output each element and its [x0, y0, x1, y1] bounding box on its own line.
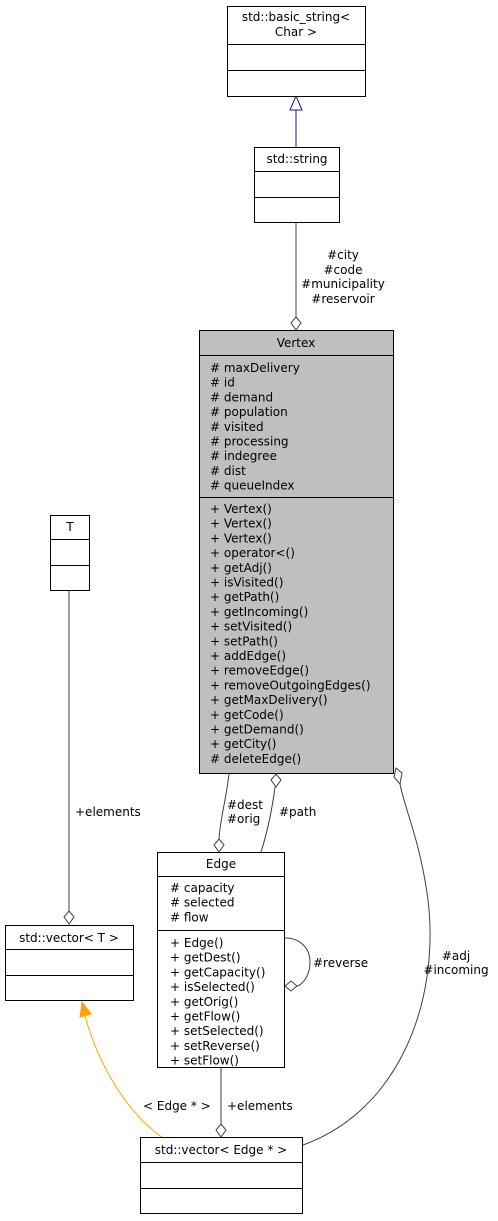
vertex-attribute: # maxDelivery — [210, 361, 300, 375]
vertex-attribute: # visited — [210, 420, 264, 434]
edge-method: + setReverse() — [170, 1039, 260, 1053]
svg-text:#municipality: #municipality — [301, 277, 385, 291]
vertex-method: + isVisited() — [210, 576, 283, 590]
class-vector-edge[interactable]: std::vector< Edge * > — [140, 1137, 303, 1214]
vertex-attribute: # demand — [210, 390, 273, 404]
class-name: std::vector< Edge * > — [155, 1143, 287, 1157]
edge-attribute: # selected — [170, 896, 235, 910]
vertex-attribute: # queueIndex — [210, 479, 295, 493]
vertex-method: + removeEdge() — [210, 664, 309, 678]
class-vector-t[interactable]: std::vector< T > — [5, 925, 134, 1001]
vertex-method: # deleteEdge() — [210, 752, 301, 766]
vertex-method: + removeOutgoingEdges() — [210, 678, 371, 692]
label-string-vertex: #city #code #municipality #reservoir — [301, 248, 385, 306]
association-edge-string-vertex — [290, 223, 302, 331]
association-edge-edge-elements — [215, 1068, 227, 1138]
association-edge-reverse — [284, 937, 311, 992]
edge-attribute: # flow — [170, 910, 209, 924]
class-t[interactable]: T — [50, 515, 90, 591]
method-list: + Edge()+ getDest()+ getCapacity()+ isSe… — [170, 936, 265, 1068]
attribute-list: # maxDelivery# id# demand# population# v… — [210, 361, 300, 493]
class-basic-string[interactable]: std::basic_string< Char > — [227, 6, 366, 97]
svg-text:#incoming: #incoming — [423, 963, 488, 977]
template-edge — [79, 1000, 164, 1139]
vertex-attribute: # id — [210, 376, 235, 390]
attribute-list: # capacity# selected# flow — [170, 881, 235, 924]
association-edge-t-elements — [63, 591, 75, 925]
vertex-method: + operator<() — [210, 546, 295, 560]
vertex-attribute: # population — [210, 405, 288, 419]
label-reverse: #reverse — [313, 956, 368, 970]
edge-method: + getOrig() — [170, 995, 238, 1009]
label-dest-orig: #dest #orig — [227, 798, 263, 826]
class-name: std::vector< T > — [19, 931, 119, 945]
vertex-method: + setVisited() — [210, 620, 292, 634]
vertex-method: + Vertex() — [210, 517, 272, 531]
vertex-method: + Vertex() — [210, 502, 272, 516]
edge-attribute: # capacity — [170, 881, 235, 895]
edge-method: + Edge() — [170, 936, 223, 950]
edge-method: + getCapacity() — [170, 965, 265, 979]
class-edge[interactable]: Edge # capacity# selected# flow + Edge()… — [157, 852, 285, 1068]
class-name: std::string — [266, 152, 327, 166]
vertex-method: + Vertex() — [210, 531, 272, 545]
vertex-attribute: # processing — [210, 435, 289, 449]
class-name: Char > — [275, 25, 317, 39]
vertex-method: + getAdj() — [210, 561, 272, 575]
edge-method: + setSelected() — [170, 1024, 264, 1038]
vertex-method: + getDemand() — [210, 723, 304, 737]
edge-method: + setFlow() — [170, 1054, 239, 1068]
class-name: Vertex — [277, 336, 316, 350]
label-edge-elements: +elements — [227, 1099, 293, 1113]
vertex-method: + getIncoming() — [210, 605, 308, 619]
vertex-attribute: # dist — [210, 464, 246, 478]
vertex-method: + getCity() — [210, 737, 276, 751]
label-path: #path — [279, 805, 316, 819]
method-list: + Vertex()+ Vertex()+ Vertex()+ operator… — [210, 502, 371, 766]
svg-text:#orig: #orig — [227, 812, 260, 826]
svg-text:#dest: #dest — [227, 798, 263, 812]
svg-text:#city: #city — [327, 248, 359, 262]
class-name: std::basic_string< — [242, 10, 350, 24]
association-edge-adj-incoming — [302, 767, 431, 1146]
svg-text:#reservoir: #reservoir — [311, 292, 374, 306]
edge-method: + getDest() — [170, 951, 241, 965]
class-name: Edge — [206, 857, 236, 871]
class-vertex[interactable]: Vertex # maxDelivery# id# demand# popula… — [199, 330, 394, 774]
inheritance-edge-string — [289, 94, 303, 147]
vertex-method: + getMaxDelivery() — [210, 693, 328, 707]
svg-text:#code: #code — [324, 263, 363, 277]
vertex-method: + setPath() — [210, 634, 278, 648]
vertex-method: + addEdge() — [210, 649, 286, 663]
edge-method: + getFlow() — [170, 1010, 240, 1024]
vertex-method: + getCode() — [210, 708, 284, 722]
vertex-method: + getPath() — [210, 590, 279, 604]
label-adj-incoming: #adj #incoming — [423, 949, 488, 977]
svg-text:#adj: #adj — [442, 949, 470, 963]
vertex-attribute: # indegree — [210, 449, 277, 463]
association-edge-path — [260, 773, 282, 853]
label-t-elements: +elements — [75, 805, 141, 819]
edge-method: + isSelected() — [170, 980, 255, 994]
class-std-string[interactable]: std::string — [254, 147, 340, 223]
class-name: T — [65, 520, 74, 534]
label-template-arg: < Edge * > — [143, 1099, 211, 1113]
